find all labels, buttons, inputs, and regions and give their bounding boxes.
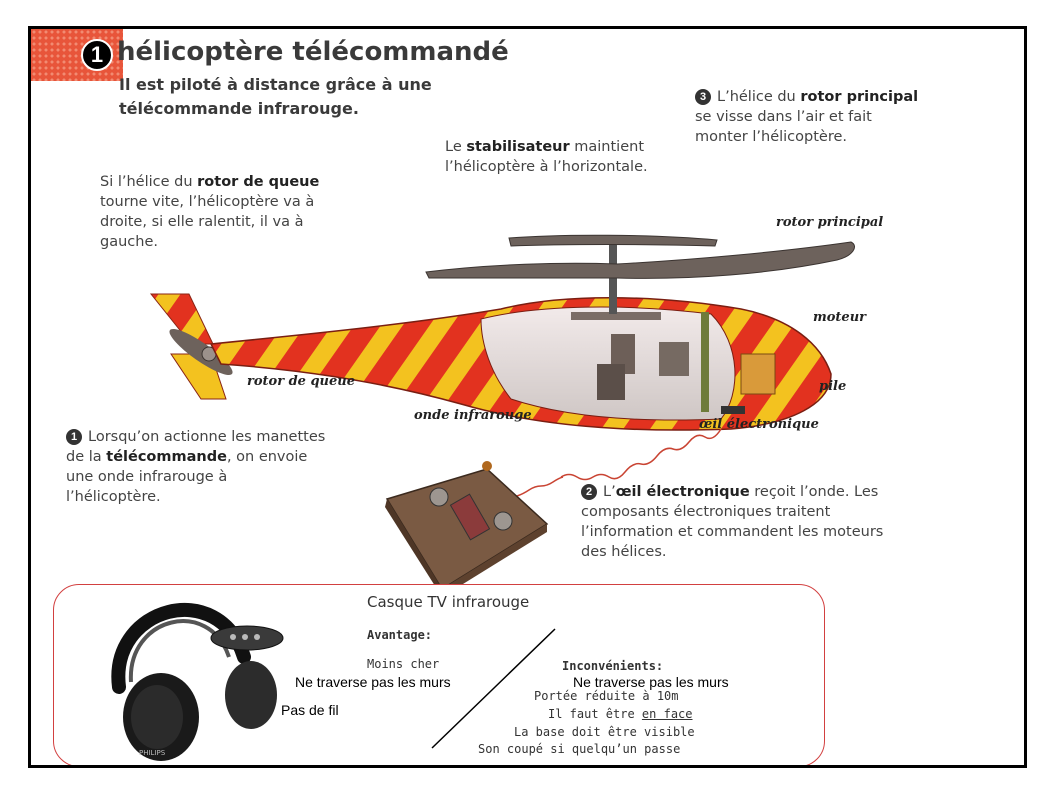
label-oeil-electronique: œil électronique — [699, 417, 819, 432]
page-subtitle: Il est piloté à distance grâce à une tél… — [119, 75, 432, 118]
disadvantage-item-4: Son coupé si quelqu’un passe — [478, 742, 681, 756]
infrared-wave — [560, 428, 722, 481]
main-rotor — [425, 241, 855, 279]
section-number-badge: 1 — [81, 39, 113, 71]
stabilizer-bar — [508, 234, 718, 247]
disadvantage-item-face: Il faut être en face — [548, 707, 693, 721]
remote-control — [385, 461, 549, 597]
caption-badge-2: 2 — [581, 484, 597, 500]
caption-badge-1: 1 — [66, 429, 82, 445]
label-pile: pile — [819, 379, 847, 394]
advantage-item-2: Ne traverse pas les murs — [295, 674, 451, 690]
label-onde-infrarouge: onde infrarouge — [414, 408, 532, 423]
label-rotor-principal: rotor principal — [776, 215, 884, 230]
page-frame: 1 hélicoptère télécommandé Il est piloté… — [28, 26, 1027, 768]
headphone-remote-image — [210, 625, 284, 651]
caption-stabilisateur: Le stabilisateur maintient l’hélicoptère… — [445, 139, 648, 175]
disadvantage-item-3: La base doit être visible — [514, 725, 695, 739]
joystick-left — [429, 487, 449, 507]
right-earcup — [225, 661, 277, 729]
divider-line — [431, 628, 556, 749]
caption-rotor-queue: Si l’hélice du rotor de queue tourne vit… — [100, 174, 320, 250]
label-moteur: moteur — [813, 310, 867, 325]
helicopter-illustration — [149, 234, 855, 499]
page-title: hélicoptère télécommandé — [117, 37, 509, 67]
caption-badge-3: 3 — [695, 89, 711, 105]
disadvantage-item-1: Ne traverse pas les murs — [573, 674, 729, 690]
disadvantages-label: Inconvénients: — [562, 659, 664, 673]
mechanics — [571, 312, 776, 414]
advantages-label: Avantage: — [367, 628, 433, 642]
label-rotor-de-queue: rotor de queue — [247, 374, 355, 389]
headphones-image: PHILIPS — [111, 602, 277, 761]
disadvantage-item-2: Portée réduite à 10m — [534, 689, 679, 703]
comparison-title: Casque TV infrarouge — [367, 593, 530, 611]
headphone-brand-logo: PHILIPS — [139, 749, 166, 757]
advantage-item-1: Moins cher — [367, 657, 440, 671]
advantage-item-3: Pas de fil — [281, 702, 339, 718]
comparison-box: PHILIPS Casque TV infrarouge Avantage: M… — [53, 584, 825, 765]
joystick-right — [493, 511, 513, 531]
cockpit-interior — [480, 306, 736, 421]
